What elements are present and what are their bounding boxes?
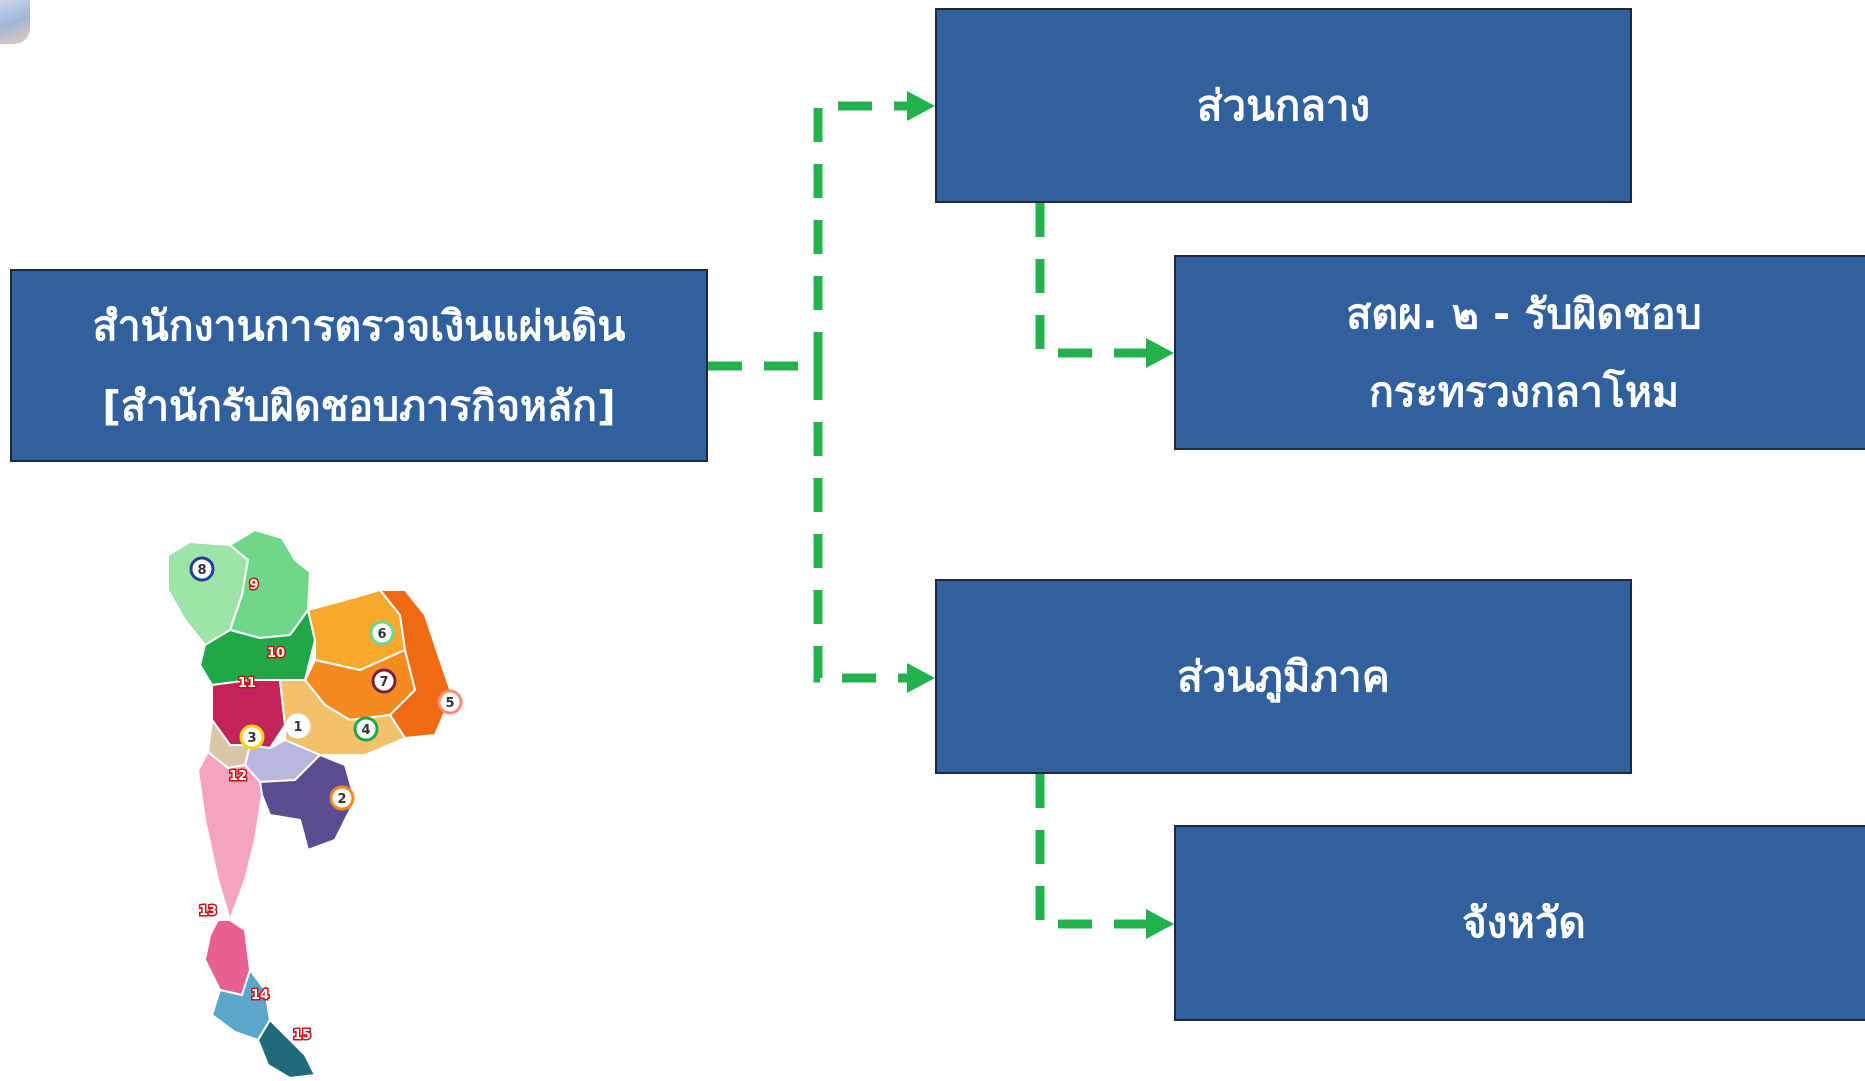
- region-marker-ring-6: [369, 620, 395, 646]
- arrowhead-central: [907, 91, 935, 121]
- connector-trunk-to-regional: [813, 366, 910, 683]
- central-box: ส่วนกลาง: [935, 8, 1632, 203]
- region-marker-ring-2: [329, 785, 355, 811]
- central-child-box: สตผ. ๒ - รับผิดชอบ กระทรวงกลาโหม: [1174, 255, 1865, 450]
- region-marker-15: 15: [293, 1028, 311, 1043]
- region-marker-9: 9: [249, 578, 258, 593]
- region-marker-10: 10: [267, 646, 285, 661]
- connector-trunk-to-central: [813, 101, 910, 366]
- region-marker-ring-8: [189, 556, 215, 582]
- region-marker-12: 12: [229, 769, 247, 784]
- region-marker-8: 8: [197, 563, 206, 578]
- region-marker-14: 14: [251, 988, 269, 1003]
- region-marker-6: 6: [377, 627, 386, 642]
- region-2-shape: [259, 754, 356, 851]
- region-marker-2: 2: [337, 792, 346, 807]
- region-marker-ring-4: [353, 716, 379, 742]
- central-box-label: ส่วนกลาง: [1196, 80, 1371, 130]
- root-box-audit-office: สำนักงานการตรวจเงินแผ่นดิน [สำนักรับผิดช…: [10, 269, 708, 462]
- arrowhead-regional: [907, 663, 935, 693]
- region-13-shape: [204, 919, 251, 996]
- region-marker-ring-5: [437, 689, 463, 715]
- region-marker-1: 1: [293, 720, 302, 735]
- map-regions: [167, 529, 453, 1079]
- regional-child-label: จังหวัด: [1462, 898, 1586, 947]
- region-12-shape: [197, 751, 263, 921]
- corner-image-fragment: [0, 0, 30, 44]
- arrowhead-regional-child: [1146, 909, 1174, 939]
- region-marker-ring-3: [239, 724, 265, 750]
- region-marker-ring-1: [285, 713, 311, 739]
- region-marker-11: 11: [238, 676, 256, 691]
- region-marker-4: 4: [361, 723, 370, 738]
- region-marker-ring-7: [371, 668, 397, 694]
- connector-central-to-child: [1035, 203, 1150, 358]
- region-5-shape: [379, 589, 453, 739]
- region-15-shape: [257, 1019, 316, 1079]
- root-box-line1: สำนักงานการตรวจเงินแผ่นดิน: [92, 301, 626, 350]
- region-marker-13: 13: [199, 904, 217, 919]
- regional-box-label: ส่วนภูมิภาค: [1177, 651, 1390, 701]
- region-marker-3: 3: [247, 731, 256, 746]
- region-marker-5: 5: [445, 696, 454, 711]
- connector-regional-to-child: [1035, 774, 1150, 929]
- regional-child-box: จังหวัด: [1174, 825, 1865, 1021]
- regional-box: ส่วนภูมิภาค: [935, 579, 1632, 774]
- arrowhead-central-child: [1146, 338, 1174, 368]
- region-marker-7: 7: [379, 675, 388, 690]
- central-child-line2: กระทรวงกลาโหม: [1368, 367, 1679, 416]
- central-child-line1: สตผ. ๒ - รับผิดชอบ: [1346, 289, 1702, 338]
- root-box-line2: [สำนักรับผิดชอบภารกิจหลัก]: [102, 381, 616, 430]
